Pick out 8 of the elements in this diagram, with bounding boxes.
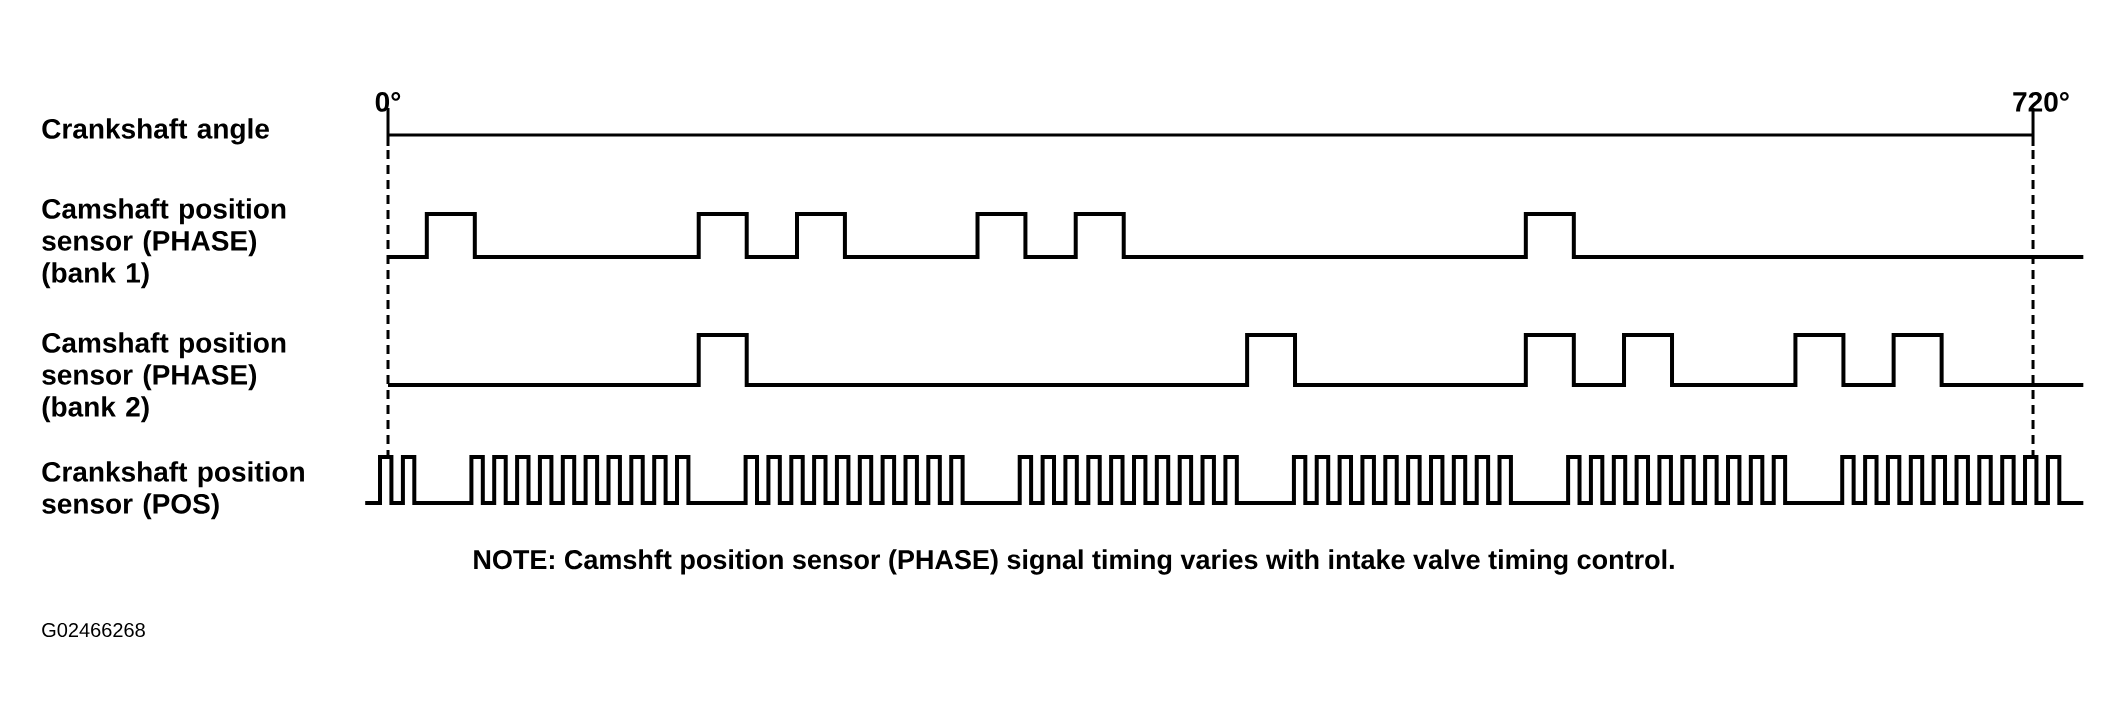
note: NOTE: Camshft position sensor (PHASE) signal timing varies with intake valve timing control. — [474, 549, 1674, 575]
signal-label: Camshaft position sensor (PHASE) (bank 2) — [42, 332, 286, 423]
figure-id: G02466268 — [42, 622, 145, 638]
signal-label: Crankshaft position sensor (POS) — [42, 461, 304, 520]
angle-label: 720° — [2013, 92, 2069, 112]
angle-label: 0° — [375, 92, 401, 112]
signal-label: Camshaft position sensor (PHASE) (bank 1) — [42, 198, 286, 289]
signal-label: Crankshaft angle — [42, 118, 269, 145]
